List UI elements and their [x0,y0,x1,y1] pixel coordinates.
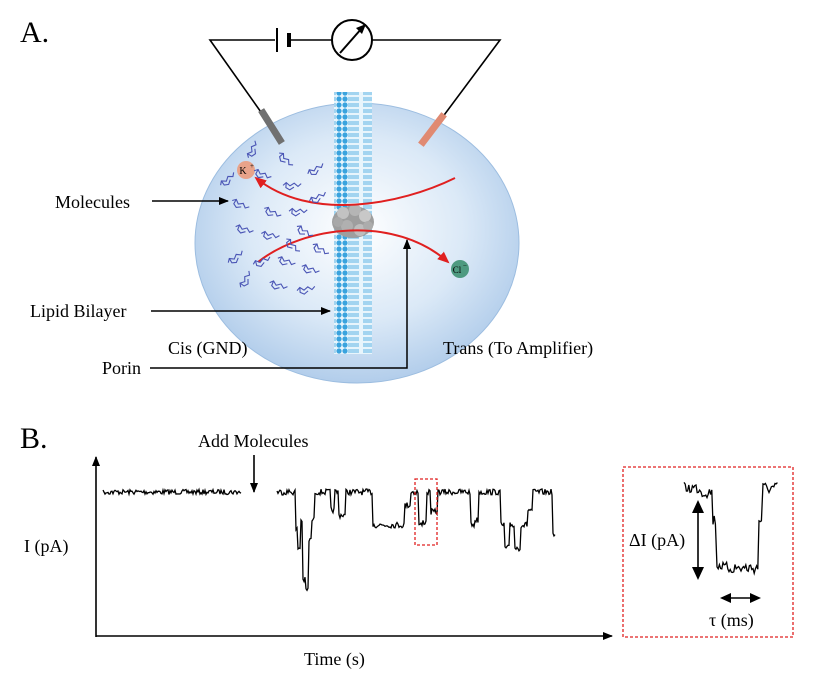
anion-path-arrow [257,229,450,264]
molecules-cluster [220,140,330,295]
ammeter-icon [331,19,373,61]
baseline-current-trace [102,487,242,497]
molecule-icon [232,198,250,209]
molecule-icon [264,206,282,217]
molecule-icon [253,168,272,179]
potassium-ion-charge: + [250,162,254,170]
chloride-ion-label: Cl [453,265,462,275]
chloride-ion: Cl − [451,260,469,278]
y-axis-label: I (pA) [24,536,68,557]
molecule-icon [261,230,280,240]
molecule-icon [296,286,316,295]
circuit-wires [208,39,502,135]
delta-i-label: ΔI (pA) [629,530,685,551]
tau-label: τ (ms) [709,610,754,631]
delta-i-arrow [692,500,704,580]
tau-arrow [720,593,761,603]
panel-a-label: A. [20,16,49,49]
molecule-icon [252,256,271,267]
molecule-icon [296,225,314,237]
porin-pointer-arrow [150,239,411,369]
chloride-ion-charge: − [463,262,467,270]
porin-label: Porin [102,358,141,378]
lipid-bilayer-label: Lipid Bilayer [30,301,126,321]
event-highlight-box [414,478,438,546]
cation-path-arrow [254,176,456,206]
molecule-icon [286,238,301,252]
molecule-icon [220,172,235,186]
molecule-icon [301,264,320,274]
molecule-icon [277,256,296,266]
molecule-icon [227,250,243,264]
cis-label: Cis (GND) [168,338,248,359]
molecule-icon [239,270,251,288]
zoomed-event-inset [622,466,794,638]
potassium-ion: K + [237,161,255,179]
molecule-icon [282,181,302,191]
x-axis-label: Time (s) [304,649,365,670]
inset-event-trace [683,482,778,576]
molecule-icon [235,224,254,234]
left-electrode [258,108,285,145]
molecule-icon [312,243,330,255]
molecule-icon [269,280,288,290]
molecule-icon [246,140,257,158]
trans-label: Trans (To Amplifier) [443,338,593,359]
panel-b-label: B. [20,422,48,455]
potassium-ion-label: K [239,166,247,177]
molecule-icon [309,191,326,204]
add-molecules-label: Add Molecules [198,431,308,451]
molecule-icon [278,152,294,166]
battery-icon [276,28,291,52]
blockade-current-trace [276,487,556,592]
molecule-icon [307,163,324,176]
right-electrode [418,112,447,147]
molecules-label: Molecules [55,192,130,212]
molecule-icon [288,207,308,217]
